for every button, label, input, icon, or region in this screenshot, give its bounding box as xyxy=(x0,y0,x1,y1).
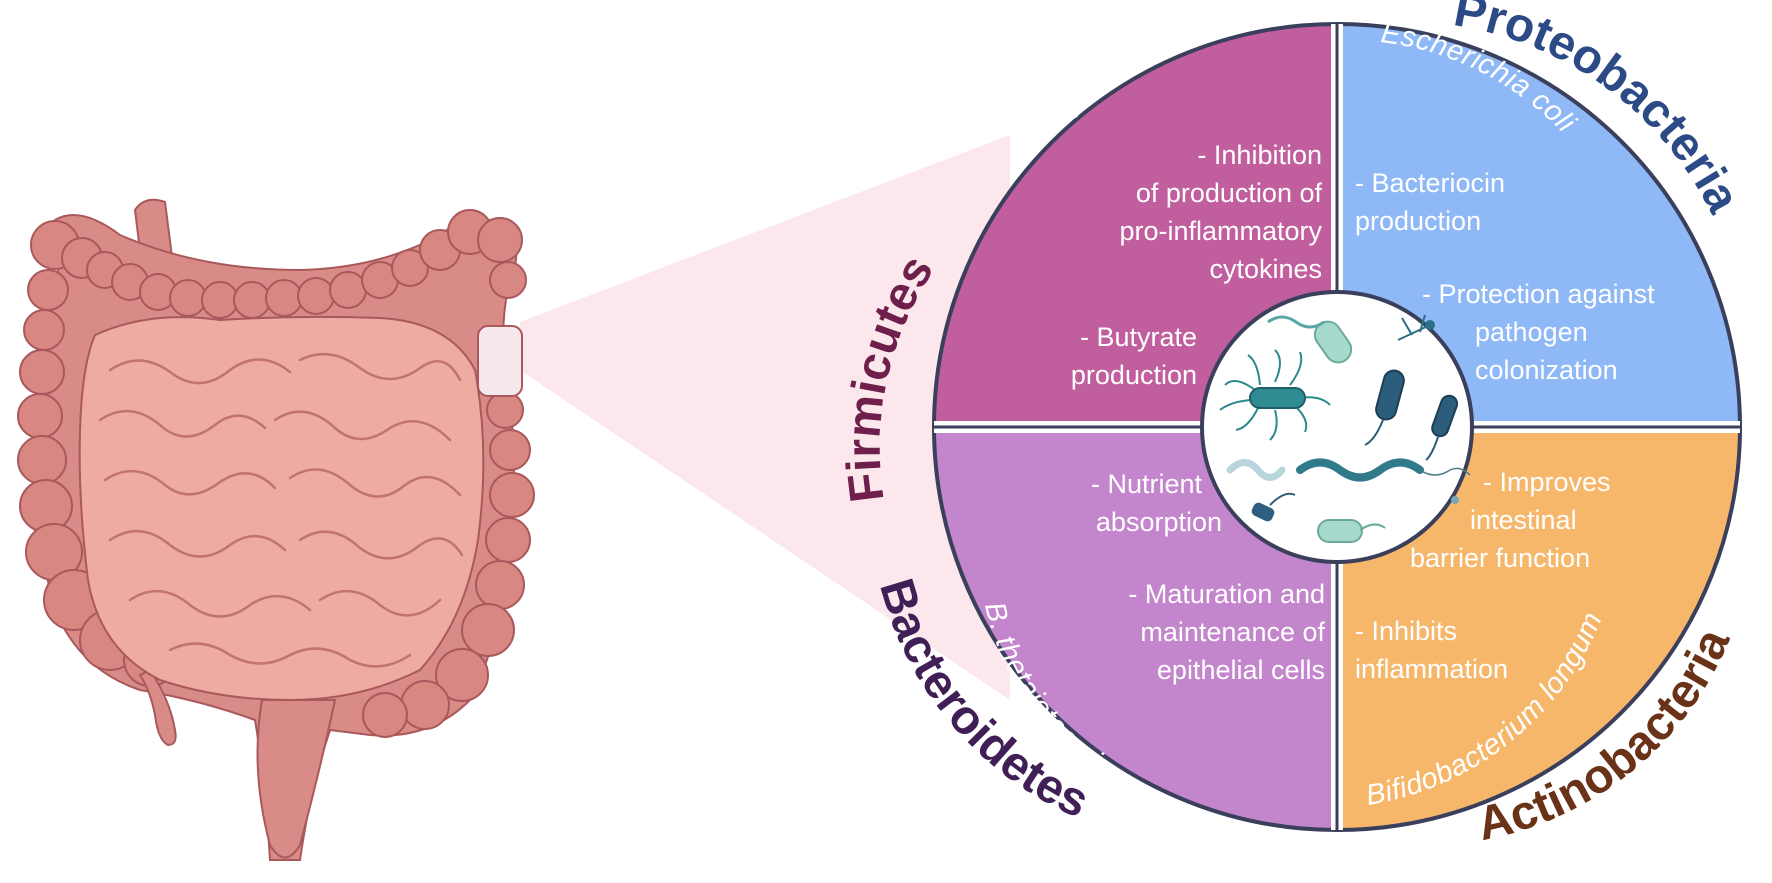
bacteria-cluster xyxy=(1219,314,1471,543)
zoom-projection xyxy=(520,135,1010,700)
firmicutes-line-5: - Butyrate xyxy=(1080,322,1197,352)
actinobacteria-line-4: - Inhibits xyxy=(1355,616,1457,646)
firmicutes-text: - Inhibition of production of pro-inflam… xyxy=(1071,140,1323,390)
small-intestine xyxy=(78,315,485,702)
actinobacteria-line-2: intestinal xyxy=(1470,505,1577,535)
curly-flagellum-icon xyxy=(1267,315,1325,329)
pale-oval-bacterium-icon xyxy=(1317,519,1363,543)
colon-haustra xyxy=(17,209,535,738)
quadrant-actinobacteria xyxy=(1337,427,1740,830)
actinobacteria-line-5: inflammation xyxy=(1355,654,1508,684)
firmicutes-line-2: of production of xyxy=(1136,178,1323,208)
bacteroidetes-line-3: - Maturation and xyxy=(1128,579,1325,609)
actinobacteria-text: - Improves intestinal barrier function -… xyxy=(1355,467,1611,684)
quadrant-bacteroidetes xyxy=(934,427,1337,830)
pale-spiral-bacterium-icon xyxy=(1226,459,1286,481)
microbiota-wheel xyxy=(932,22,1742,832)
firmicutes-line-4: cytokines xyxy=(1209,254,1322,284)
flagellated-rod-bacterium-icon xyxy=(1219,349,1331,441)
intestine-illustration xyxy=(17,198,535,861)
rectum xyxy=(256,699,337,859)
proteobacteria-line-2: production xyxy=(1355,206,1481,236)
center-circle xyxy=(1200,290,1474,564)
firmicutes-line-3: pro-inflammatory xyxy=(1119,216,1322,246)
actinobacteria-line-3: barrier function xyxy=(1410,543,1590,573)
quadrant-firmicutes xyxy=(934,24,1337,427)
bacteroidetes-line-1: - Nutrient xyxy=(1091,469,1203,499)
proteobacteria-line-4: pathogen xyxy=(1475,317,1588,347)
quadrant-proteobacteria xyxy=(1337,24,1740,427)
bacteroidetes-line-2: absorption xyxy=(1096,507,1222,537)
actinobacteria-line-1: - Improves xyxy=(1483,467,1611,497)
appendix xyxy=(138,668,177,747)
firmicutes-line-6: production xyxy=(1071,360,1197,390)
small-intestine-folds xyxy=(98,352,464,668)
firmicutes-line-1: - Inhibition xyxy=(1197,140,1322,170)
proteobacteria-line-5: colonization xyxy=(1475,355,1618,385)
bacteroidetes-line-5: epithelial cells xyxy=(1157,655,1325,685)
proteobacteria-line-3: - Protection against xyxy=(1422,279,1655,309)
proteobacteria-text: - Bacteriocin production - Protection ag… xyxy=(1355,168,1655,385)
zoom-source-segment xyxy=(477,325,523,397)
bacteroidetes-text: - Nutrient absorption - Maturation and m… xyxy=(1091,469,1326,685)
small-dark-bacterium-icon xyxy=(1251,502,1275,522)
dark-rod-bacterium-icon xyxy=(1375,369,1405,421)
proteobacteria-line-1: - Bacteriocin xyxy=(1355,168,1505,198)
spiral-bacterium-icon xyxy=(1296,458,1424,482)
bacteroidetes-line-4: maintenance of xyxy=(1140,617,1325,647)
